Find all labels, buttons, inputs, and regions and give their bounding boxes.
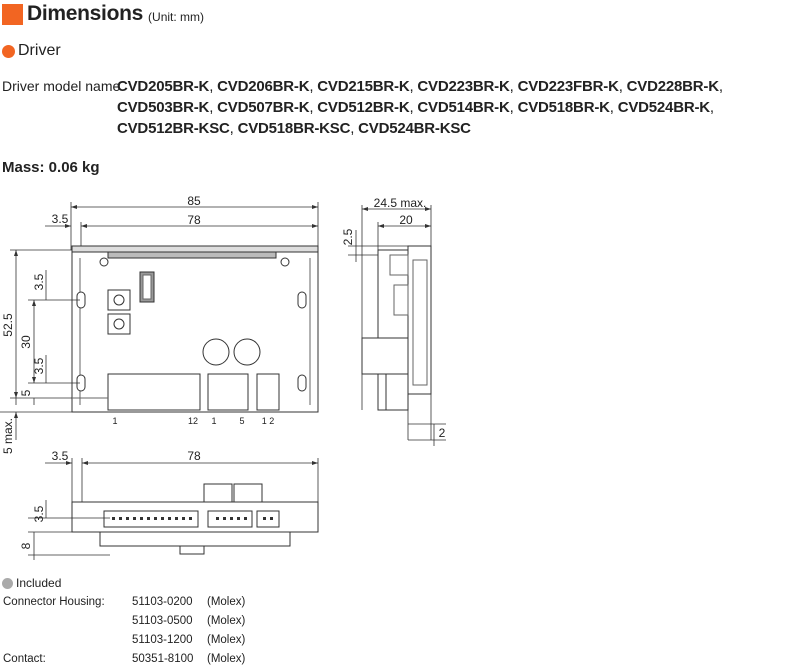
part-maker: (Molex) [207, 596, 246, 608]
dim-side-max: 24.5 max. [374, 196, 427, 210]
part-label: Connector Housing: [3, 596, 105, 608]
part-maker: (Molex) [207, 653, 246, 665]
driver-model-label: Driver model name [2, 78, 121, 94]
part-number: 50351-8100 [132, 653, 194, 665]
dimension-drawing: 85 78 3.5 24.5 max. 20 2.5 52.5 30 3.5 3… [0, 194, 446, 560]
list-item: Contact: 50351-8100 (Molex) [3, 653, 303, 672]
driver-model: CVD512BR-KSC [117, 120, 230, 137]
driver-model: CVD514BR-K [417, 99, 510, 116]
included-heading: Included [2, 576, 61, 590]
driver-model: CVD228BR-K [626, 78, 719, 95]
gray-bullet-icon [2, 577, 13, 589]
page-heading: Dimensions (Unit: mm) [2, 0, 204, 28]
pin-b5: 5 [239, 416, 244, 426]
driver-model: CVD503BR-K [117, 99, 210, 116]
part-maker: (Molex) [207, 615, 246, 627]
dim-side-inner: 20 [399, 213, 413, 227]
driver-model: CVD524BR-K [617, 99, 710, 116]
part-number: 51103-0500 [132, 615, 193, 627]
list-item: 51103-0500 (Molex) [3, 615, 303, 634]
pin-a12: 12 [188, 416, 198, 426]
part-maker: (Molex) [207, 634, 246, 646]
driver-model: CVD507BR-K [217, 99, 310, 116]
driver-model: CVD205BR-K [117, 78, 210, 95]
dim-left-holes: 30 [19, 335, 33, 349]
list-item: Connector Housing: 51103-0200 (Molex) [3, 596, 303, 615]
dim-left-max: 5 max. [1, 418, 15, 454]
pin-c12: 1 2 [262, 416, 275, 426]
orange-bullet-icon [2, 44, 15, 58]
front-view [0, 202, 319, 440]
driver-model: CVD223FBR-K [517, 78, 619, 95]
driver-model: CVD206BR-K [217, 78, 310, 95]
page-title: Dimensions [27, 2, 144, 25]
dim-side-step: 2.5 [341, 228, 355, 245]
list-item: 51103-1200 (Molex) [3, 634, 303, 653]
unit-label: (Unit: mm) [148, 10, 205, 24]
pin-b1: 1 [211, 416, 216, 426]
driver-model: CVD518BR-K [517, 99, 610, 116]
part-number: 51103-0200 [132, 596, 193, 608]
dim-left-bottom: 5 [19, 389, 33, 396]
dim-bottom-inner: 78 [187, 449, 201, 463]
driver-model: CVD215BR-K [317, 78, 410, 95]
dim-top-offset: 3.5 [52, 212, 69, 226]
driver-model: CVD223BR-K [417, 78, 510, 95]
dim-top-overall: 85 [187, 194, 201, 208]
side-view [348, 205, 446, 446]
dim-bottom-hole: 3.5 [32, 505, 46, 522]
driver-model-list: CVD205BR-K, CVD206BR-K, CVD215BR-K, CVD2… [117, 78, 723, 137]
pin-a1: 1 [112, 416, 117, 426]
dim-bottom-offset: 3.5 [52, 449, 69, 463]
dim-left-height: 52.5 [1, 313, 15, 337]
included-label: Included [16, 576, 62, 590]
heading-square-icon [2, 3, 23, 25]
bottom-view [28, 458, 319, 560]
part-label: Contact: [3, 653, 46, 665]
dim-left-hole-top: 3.5 [32, 273, 46, 290]
included-parts-list: Connector Housing: 51103-0200 (Molex) 51… [3, 596, 303, 672]
dim-side-bottom: 2 [439, 426, 446, 440]
mass-label: Mass: 0.06 kg [2, 159, 100, 176]
driver-model: CVD518BR-KSC [237, 120, 351, 137]
section-heading: Driver [2, 42, 61, 60]
dim-bottom-height: 8 [19, 542, 33, 549]
driver-model: CVD524BR-KSC [358, 120, 471, 137]
driver-model: CVD512BR-K [317, 99, 410, 116]
dim-top-inner: 78 [187, 213, 201, 227]
part-number: 51103-1200 [132, 634, 193, 646]
section-title: Driver [18, 42, 61, 59]
dim-left-hole-bottom: 3.5 [32, 357, 46, 374]
